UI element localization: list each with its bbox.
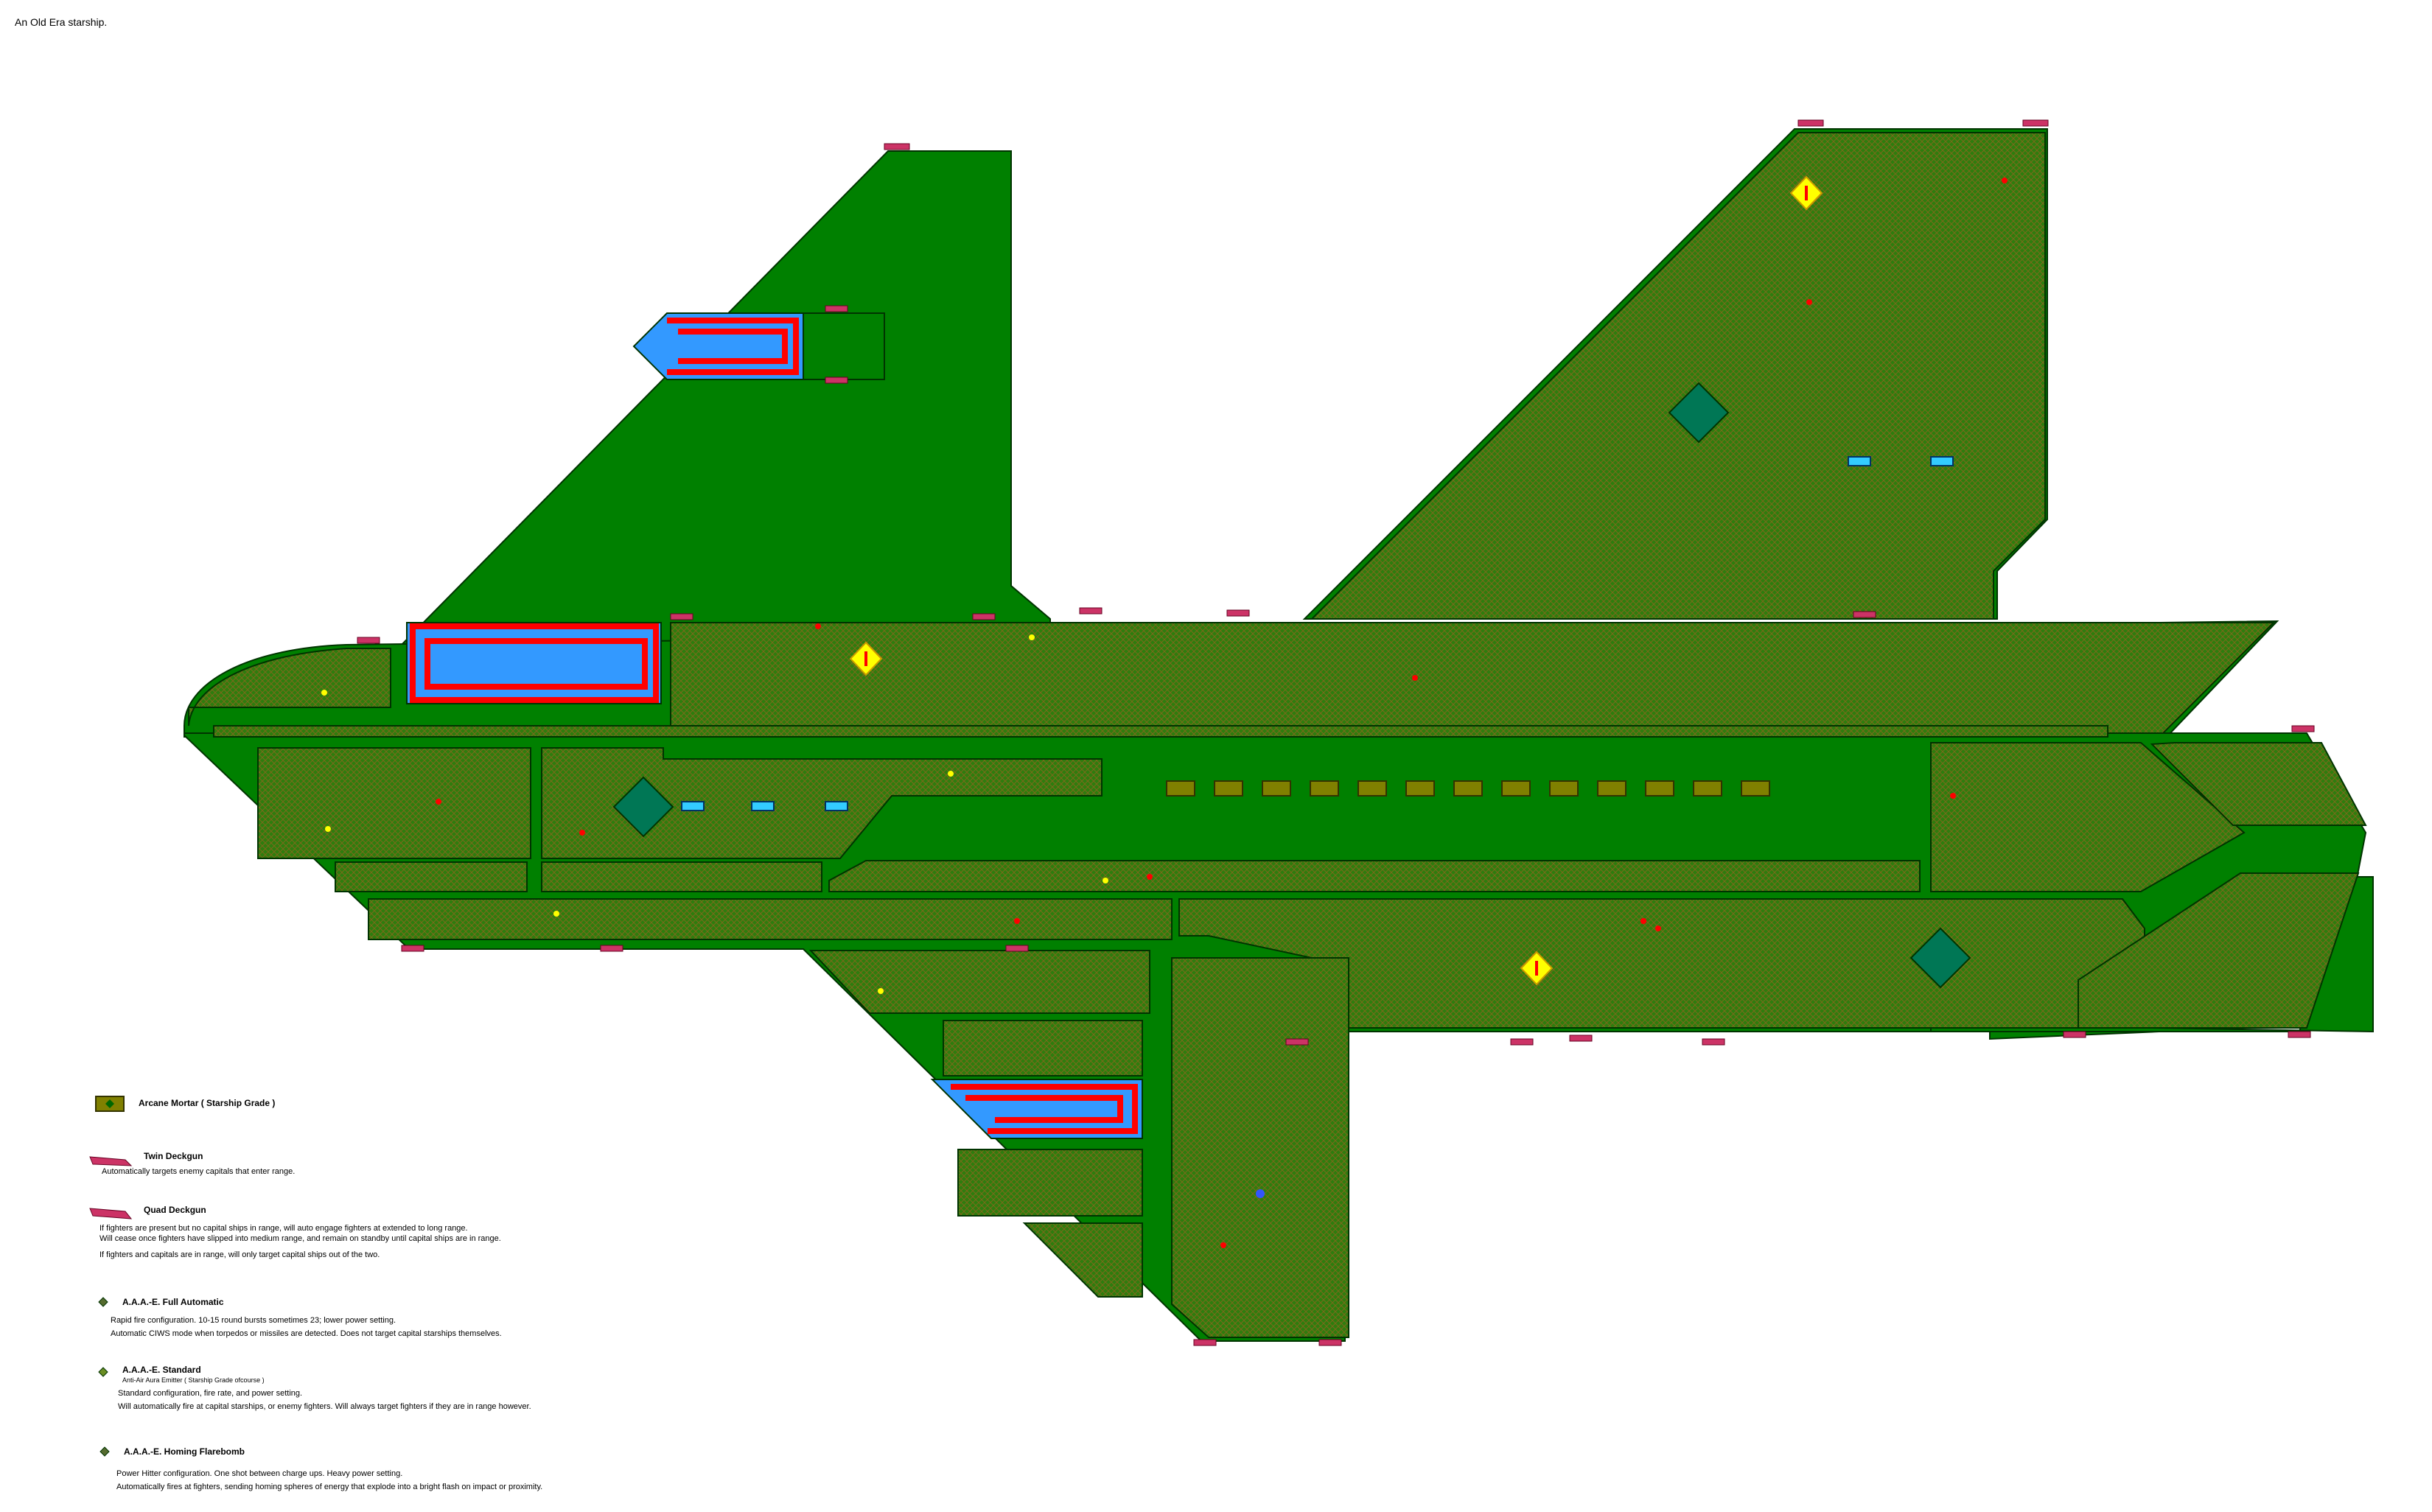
legend-quad-label: Quad Deckgun	[144, 1205, 206, 1215]
mortar-icon	[95, 1096, 125, 1112]
legend-quad-line-2: Will cease once fighters have slipped in…	[99, 1234, 501, 1243]
aaae-full-auto-icon	[98, 1297, 108, 1307]
legend-full-auto: A.A.A.-E. Full Automatic	[122, 1297, 224, 1307]
legend-full-auto-desc: Rapid fire configuration. 10-15 round bu…	[111, 1315, 502, 1339]
legend-standard: A.A.A.-E. Standard Anti-Air Aura Emitter…	[122, 1365, 265, 1385]
legend-homing: A.A.A.-E. Homing Flarebomb	[124, 1446, 245, 1457]
legend-quad-deckgun: Quad Deckgun	[144, 1205, 206, 1215]
legend-twin-label: Twin Deckgun	[144, 1151, 203, 1161]
hangar-bay-lower	[930, 1079, 1143, 1139]
legend-quad-desc: If fighters are present but no capital s…	[99, 1223, 501, 1260]
legend-standard-line-1: Standard configuration, fire rate, and p…	[118, 1389, 303, 1398]
twin-deckgun-icon	[89, 1156, 133, 1166]
legend-mortar: Arcane Mortar ( Starship Grade )	[139, 1098, 275, 1108]
legend-full-auto-label: A.A.A.-E. Full Automatic	[122, 1297, 224, 1307]
aaae-standard-icon	[98, 1367, 108, 1377]
legend-homing-line-2: Automatically fires at fighters, sending…	[116, 1483, 543, 1491]
legend-homing-line-1: Power Hitter configuration. One shot bet…	[116, 1469, 403, 1478]
legend-standard-label: A.A.A.-E. Standard	[122, 1365, 201, 1375]
cyan-emitters	[681, 456, 1954, 811]
aaae-dots	[321, 178, 2008, 1248]
hangar-bay-main	[406, 622, 662, 704]
hangar-bay-upper	[632, 312, 885, 380]
legend-twin-line: Automatically targets enemy capitals tha…	[102, 1167, 296, 1176]
aaae-homing-flarebomb-icon	[99, 1446, 110, 1457]
mesh-panels	[188, 132, 2367, 1338]
legend-twin-deckgun: Twin Deckgun	[144, 1151, 203, 1161]
legend-twin-desc: Automatically targets enemy capitals tha…	[102, 1166, 295, 1177]
legend-mortar-label: Arcane Mortar ( Starship Grade )	[139, 1098, 276, 1108]
sensor-clusters	[612, 382, 1971, 989]
legend-standard-sub: Anti-Air Aura Emitter ( Starship Grade o…	[122, 1376, 265, 1384]
legend-homing-desc: Power Hitter configuration. One shot bet…	[116, 1469, 542, 1492]
command-marker-cores	[864, 186, 1808, 976]
legend-full-auto-line-1: Rapid fire configuration. 10-15 round bu…	[111, 1316, 396, 1325]
diagram-title: An Old Era starship.	[15, 16, 108, 28]
legend-standard-line-2: Will automatically fire at capital stars…	[118, 1402, 531, 1411]
legend-standard-desc: Standard configuration, fire rate, and p…	[118, 1388, 531, 1412]
deckguns	[357, 119, 2315, 1346]
quad-deckgun-icon	[89, 1208, 133, 1219]
legend-quad-line-3: If fighters and capitals are in range, w…	[99, 1250, 380, 1259]
legend-quad-line-1: If fighters are present but no capital s…	[99, 1224, 468, 1233]
legend-full-auto-line-2: Automatic CIWS mode when torpedos or mis…	[111, 1329, 502, 1338]
arcane-mortar-row	[1166, 780, 1770, 797]
legend-homing-label: A.A.A.-E. Homing Flarebomb	[124, 1446, 245, 1457]
